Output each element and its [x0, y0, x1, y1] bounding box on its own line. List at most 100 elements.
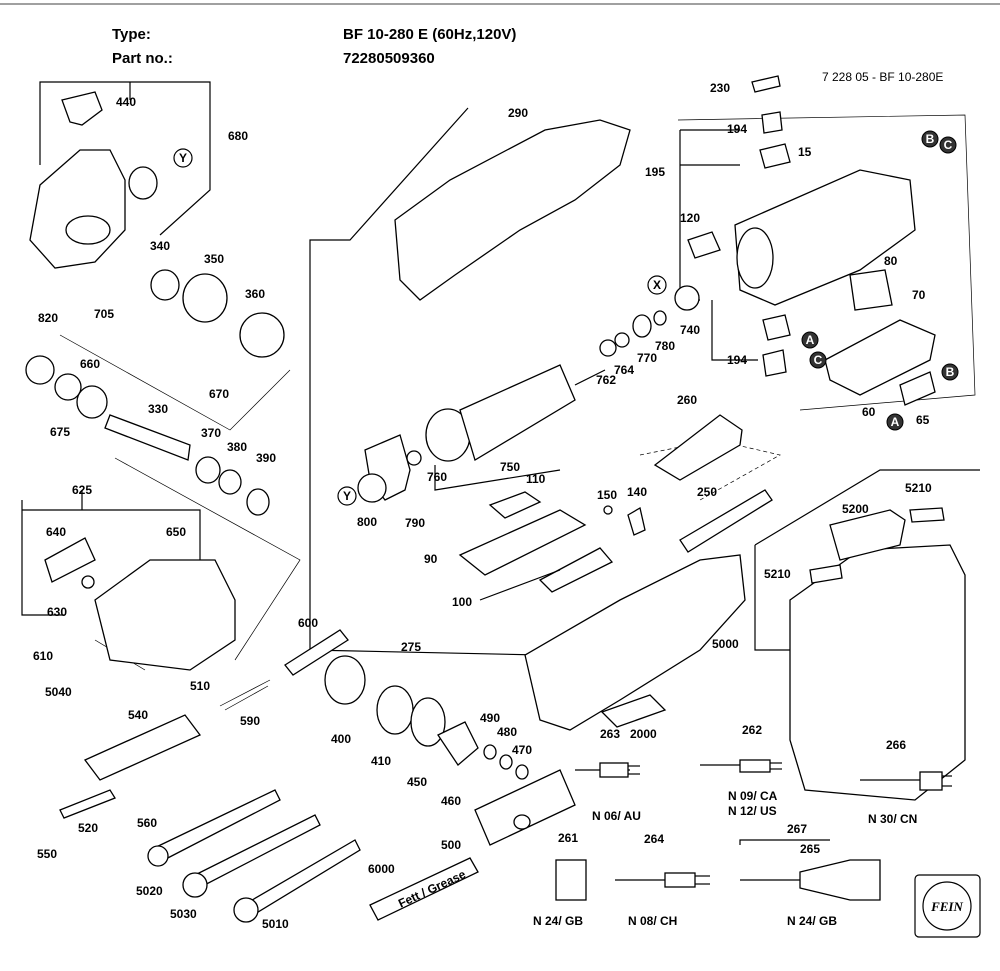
part-number: 60: [862, 405, 876, 419]
part-number-labels: 440 680 340 350 360 820 705 670 660 330 …: [33, 81, 932, 931]
part-number: 500: [441, 838, 461, 852]
part-number: 450: [407, 775, 427, 789]
belt-cover: [44, 537, 236, 671]
part-number: 790: [405, 516, 425, 530]
part-number: 400: [331, 732, 351, 746]
switch-parts: [458, 491, 614, 601]
part-no-label: Part no.:: [112, 50, 173, 67]
part-number: 705: [94, 307, 114, 321]
part-number: 150: [597, 488, 617, 502]
part-number: 194: [727, 353, 747, 367]
part-number: 267: [787, 822, 807, 836]
part-number: 760: [427, 470, 447, 484]
type-label: Type:: [112, 26, 151, 43]
part-number: 65: [916, 413, 930, 427]
cord-variant-n08: N 08/ CH: [628, 914, 677, 928]
part-number: 764: [614, 363, 634, 377]
part-number: 5020: [136, 884, 163, 898]
cord-variant-n30: N 30/ CN: [868, 812, 917, 826]
part-number: 5000: [712, 637, 739, 651]
part-number: 5210: [905, 481, 932, 495]
part-number: 550: [37, 847, 57, 861]
part-number: 650: [166, 525, 186, 539]
cord-variant-labels: N 06/ AU N 09/ CA N 12/ US N 30/ CN N 24…: [533, 789, 917, 928]
cord-variant-n09: N 09/ CA: [728, 789, 778, 803]
part-number: 625: [72, 483, 92, 497]
part-number: 370: [201, 426, 221, 440]
part-number: 540: [128, 708, 148, 722]
part-number: 5040: [45, 685, 72, 699]
housing-half-lower: [524, 554, 746, 731]
part-number: 390: [256, 451, 276, 465]
part-number: 820: [38, 311, 58, 325]
part-number: 510: [190, 679, 210, 693]
part-number: 350: [204, 252, 224, 266]
marker-a-bottom: A: [891, 415, 900, 429]
part-number: 440: [116, 95, 136, 109]
part-number: 675: [50, 425, 70, 439]
part-number: 610: [33, 649, 53, 663]
part-number: 740: [680, 323, 700, 337]
cord-variant-n24-right: N 24/ GB: [787, 914, 837, 928]
part-number: 410: [371, 754, 391, 768]
marker-c-mid: C: [814, 353, 823, 367]
part-number: 520: [78, 821, 98, 835]
part-number: 262: [742, 723, 762, 737]
part-number: 275: [401, 640, 421, 654]
cover-plate: [474, 769, 576, 846]
marker-a-mid: A: [806, 333, 815, 347]
part-number: 640: [46, 525, 66, 539]
part-number: 2000: [630, 727, 657, 741]
reference-markers: Y Y X B C A C B A: [173, 130, 959, 506]
part-number: 460: [441, 794, 461, 808]
part-number: 480: [497, 725, 517, 739]
marker-b-mid: B: [946, 365, 955, 379]
pulley-assembly: [25, 166, 285, 516]
part-number: 762: [596, 373, 616, 387]
part-number: 90: [424, 552, 438, 566]
armature: [406, 285, 700, 466]
carrying-case: [789, 507, 966, 801]
tension-spring: [219, 629, 349, 711]
brush-holders: [751, 75, 791, 377]
part-number: 670: [209, 387, 229, 401]
group-leaders: [21, 81, 980, 845]
marker-b-top: B: [926, 132, 935, 146]
part-number: 660: [80, 357, 100, 371]
part-number: 264: [644, 832, 664, 846]
part-number: 560: [137, 816, 157, 830]
part-number: 330: [148, 402, 168, 416]
part-number: 5030: [170, 907, 197, 921]
cord-variant-n12: N 12/ US: [728, 804, 777, 818]
part-number: 140: [627, 485, 647, 499]
wheel-guard: [29, 91, 126, 269]
part-no-value: 72280509360: [343, 50, 435, 67]
strain-relief-and-cord: [603, 414, 773, 553]
part-number: 195: [645, 165, 665, 179]
part-number: 380: [227, 440, 247, 454]
part-number: 780: [655, 339, 675, 353]
part-number: 750: [500, 460, 520, 474]
part-number: 261: [558, 831, 578, 845]
part-number: 5210: [764, 567, 791, 581]
part-number: 80: [884, 254, 898, 268]
cord-variant-n24-left: N 24/ GB: [533, 914, 583, 928]
electronics-module: [824, 269, 936, 406]
marker-c-top: C: [944, 138, 953, 152]
part-number: 630: [47, 605, 67, 619]
part-number: 360: [245, 287, 265, 301]
part-number: 263: [600, 727, 620, 741]
type-value: BF 10-280 E (60Hz,120V): [343, 26, 517, 43]
part-number: 770: [637, 351, 657, 365]
part-number: 340: [150, 239, 170, 253]
marker-y-top: Y: [179, 151, 187, 165]
power-cord-variants: [555, 759, 952, 901]
part-number: 600: [298, 616, 318, 630]
part-number: 100: [452, 595, 472, 609]
part-number: 194: [727, 122, 747, 136]
stator: [687, 169, 916, 306]
part-number: 800: [357, 515, 377, 529]
marker-y-bottom: Y: [343, 489, 351, 503]
part-number: 110: [526, 472, 546, 486]
